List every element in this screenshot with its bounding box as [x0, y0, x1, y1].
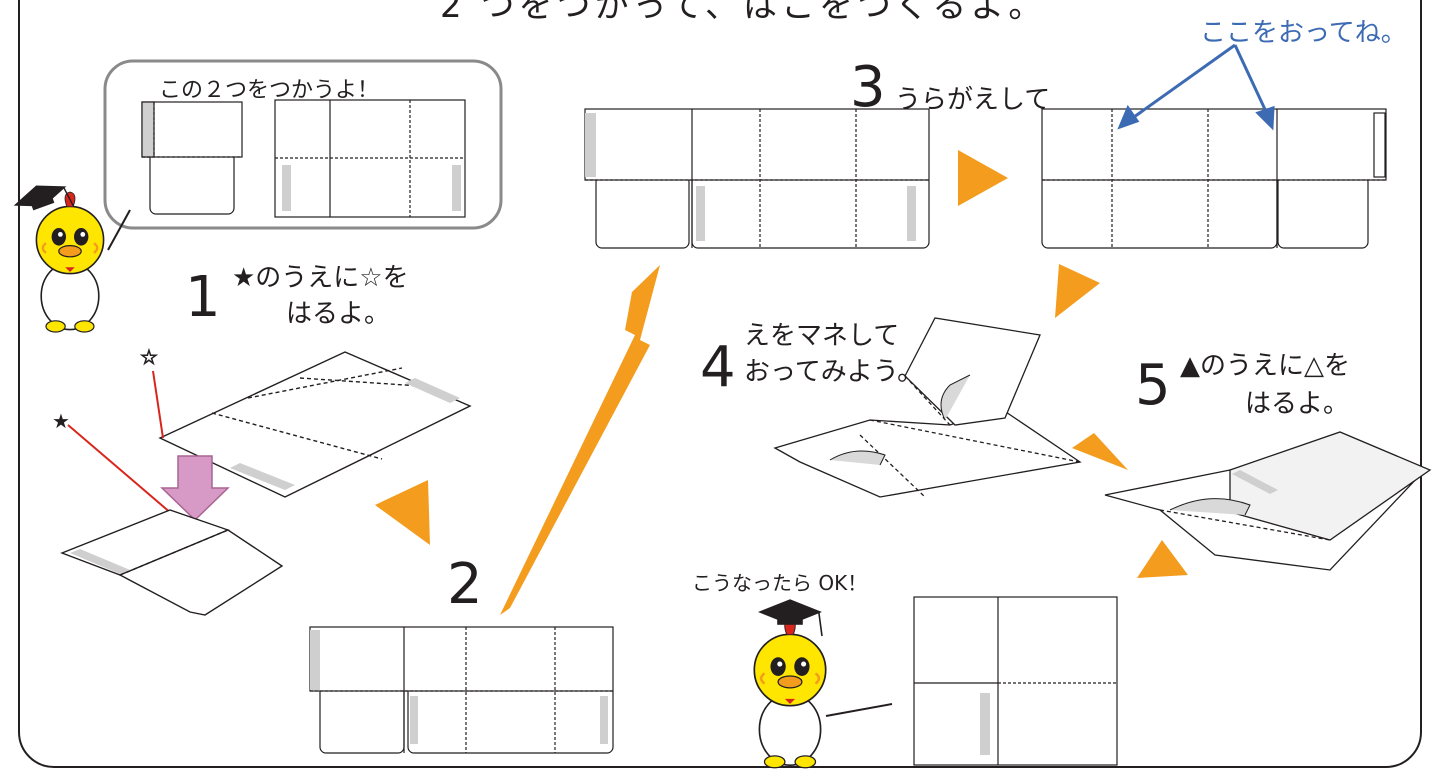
step2-number: 2	[447, 552, 483, 617]
step1-number: 1	[185, 265, 221, 330]
ok-result-sheet	[913, 596, 1118, 766]
step2-sheet	[309, 626, 614, 754]
step4-text-line1: えをマネして	[744, 321, 900, 351]
ok-text: こうなったら OK！	[692, 571, 868, 595]
materials-box-title: この２つをつかうよ！	[159, 78, 380, 103]
mascot-chick-icon	[35, 190, 105, 334]
step3-number: 3	[850, 55, 886, 120]
step3-sheet	[584, 108, 930, 249]
arrow-3-to-3b-icon	[958, 150, 1008, 206]
step1-large-sheet-iso	[158, 351, 472, 498]
step5-box	[1104, 431, 1432, 571]
material-large-sheet	[274, 99, 466, 218]
step1-small-sheet-iso	[60, 509, 284, 616]
star-outline-icon: ☆	[140, 345, 158, 369]
step5-text-line2: はるよ。	[1245, 389, 1350, 419]
arrow-1-to-2-icon	[375, 480, 430, 545]
step4-number: 4	[700, 335, 736, 400]
pointer-stick-ok-icon	[825, 703, 893, 717]
step5-number: 5	[1135, 353, 1171, 418]
step1-text-line1: ★のうえに☆を	[232, 263, 409, 293]
arrow-4-to-5-icon	[1072, 433, 1128, 470]
arrow-5-to-ok-icon	[1137, 540, 1188, 578]
arrow-2-to-3-icon	[500, 265, 660, 615]
orange-arrows	[375, 150, 1188, 615]
arrow-to-4-icon	[1055, 264, 1100, 318]
step1-text-line2: はるよ。	[286, 299, 391, 329]
material-small-sheet	[141, 101, 243, 215]
page-heading: 2 つをつかって、はこをつくるよ。	[440, 0, 1047, 26]
page-frame	[18, 0, 1422, 768]
step3-text: うらがえして	[895, 85, 1051, 115]
star-filled-icon: ★	[52, 409, 70, 433]
callout-text: ここをおってね。	[1200, 18, 1407, 48]
step4-folding-sheet	[773, 317, 1082, 498]
callout-arrows	[1117, 43, 1275, 131]
step3-flipped-sheet	[1041, 108, 1387, 249]
pink-down-arrow-icon	[160, 455, 230, 522]
pointer-stick-icon	[107, 209, 131, 251]
step5-text-line1: ▲のうえに△を	[1180, 351, 1350, 381]
mascot-ok-chick-icon	[753, 617, 827, 770]
step4-text-line2: おってみよう。	[744, 357, 924, 387]
